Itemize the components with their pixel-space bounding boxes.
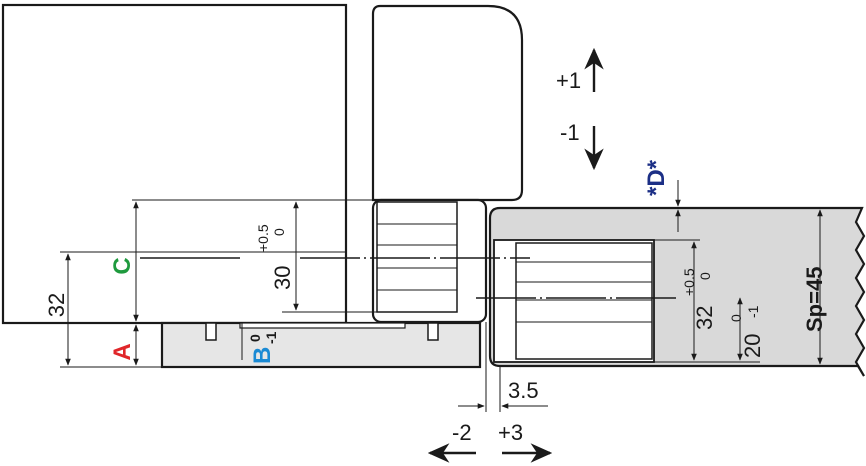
- door-cylinder: [515, 242, 653, 360]
- frame-leaf: [1, 3, 348, 325]
- plate-inset: [239, 322, 406, 329]
- hinge-cylinder-inner: [376, 201, 458, 313]
- adj-minus1-text: -1: [560, 120, 580, 145]
- dim-right-32-tol-low: 0: [697, 272, 713, 280]
- dim-left-32-text: 32: [44, 293, 69, 317]
- hinge-body: [371, 4, 524, 202]
- dim-right-32-text: 32: [692, 306, 717, 330]
- cylinder-hatch: [377, 223, 457, 291]
- adj-minus2-text: -2: [452, 420, 472, 445]
- door-cylinder-hatch: [516, 261, 652, 323]
- adj-plus3-text: +3: [498, 420, 523, 445]
- dim-right-20-tol-up: 0: [728, 314, 744, 322]
- label-b-sub: -1: [263, 331, 279, 344]
- dim-c30-text: 30: [270, 266, 295, 290]
- pin-right: [427, 322, 439, 341]
- dim-sp-text: Sp=45: [802, 267, 827, 332]
- label-c: C: [109, 257, 136, 274]
- dim-c30-tol-low: 0: [271, 228, 287, 236]
- dim-right-32-tol-up: +0.5: [681, 268, 697, 296]
- dim-right-20-text: 20: [740, 334, 765, 358]
- label-b-sup: 0: [247, 334, 263, 342]
- label-d: *D*: [643, 159, 670, 196]
- pin-left: [205, 322, 217, 341]
- centre-lines: [140, 257, 680, 299]
- dim-c30-tol-up: +0.5: [255, 224, 271, 252]
- label-a: A: [109, 343, 136, 360]
- dim-right-20-tol-low: -1: [745, 305, 761, 318]
- dim-35-text: 3.5: [508, 378, 539, 403]
- label-b: B: [249, 347, 276, 364]
- adj-plus1-text: +1: [556, 68, 581, 93]
